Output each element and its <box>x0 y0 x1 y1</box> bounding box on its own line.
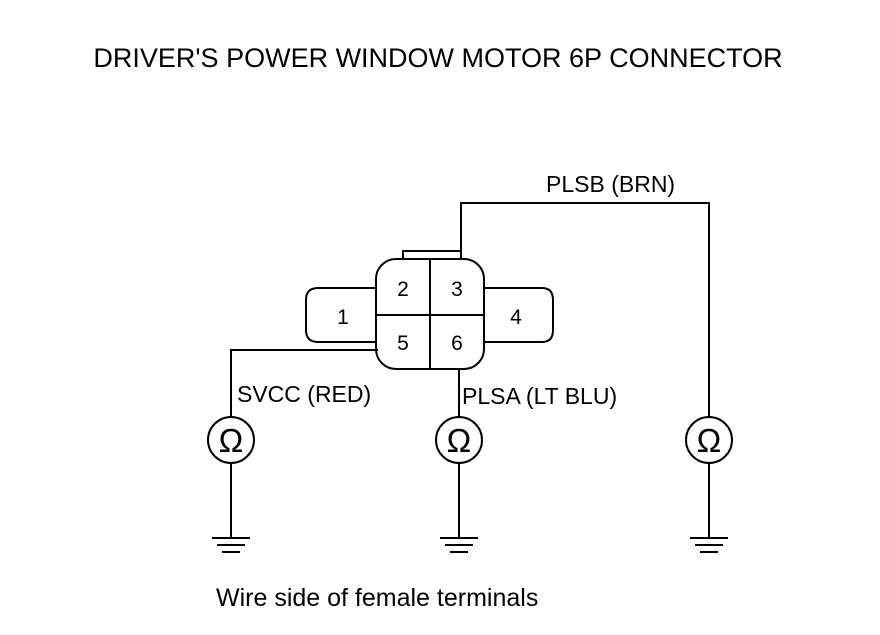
wire-label-plsb: PLSB (BRN) <box>546 171 675 197</box>
terminal-2: 2 <box>397 278 409 301</box>
wire-label-svcc: SVCC (RED) <box>237 381 371 407</box>
ohm-symbol-icon: Ω <box>447 422 472 459</box>
connector-left-tab <box>305 287 378 343</box>
ohmmeter-plsa: Ω <box>435 416 483 464</box>
terminal-4: 4 <box>510 306 522 329</box>
diagram-caption: Wire side of female terminals <box>216 584 538 612</box>
ohm-symbol-icon: Ω <box>219 422 244 459</box>
connector-6p: 1 2 3 4 5 6 <box>305 250 554 370</box>
ohm-symbol-icon: Ω <box>697 422 722 459</box>
terminal-3: 3 <box>451 278 463 301</box>
wire-plsb <box>460 202 710 417</box>
ohmmeter-plsb: Ω <box>685 416 733 464</box>
wire-label-plsa: PLSA (LT BLU) <box>462 383 617 409</box>
terminal-5: 5 <box>397 332 409 355</box>
diagram-title: DRIVER'S POWER WINDOW MOTOR 6P CONNECTOR <box>93 43 782 73</box>
terminal-1: 1 <box>337 306 349 329</box>
connector-right-tab <box>482 287 554 343</box>
ground-icon <box>440 537 478 553</box>
terminal-6: 6 <box>451 332 463 355</box>
ground-icon <box>690 537 728 553</box>
wire-svcc <box>230 349 378 417</box>
ohmmeter-svcc: Ω <box>207 416 255 464</box>
ground-icon <box>212 537 250 553</box>
